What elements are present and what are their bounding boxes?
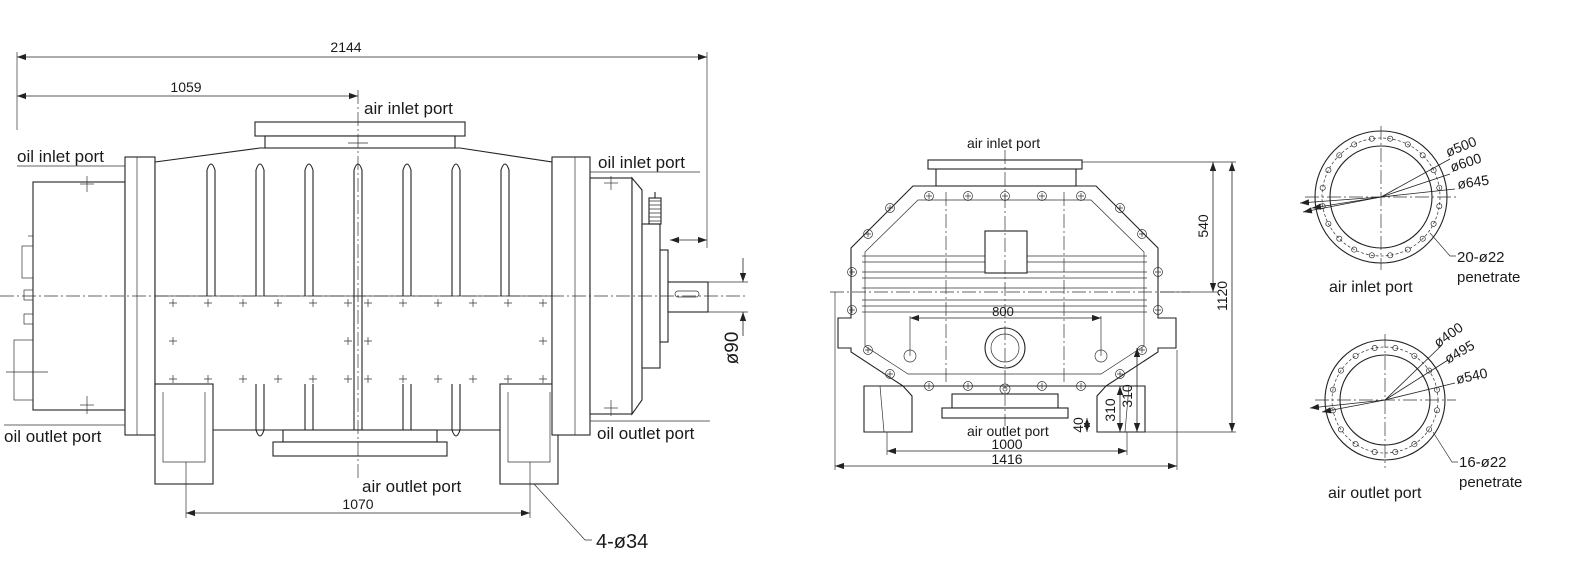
side-air-inlet-label: air inlet port — [364, 99, 453, 118]
inlet-d645: ø645 — [1456, 172, 1490, 192]
inlet-bolt-hole — [1404, 246, 1411, 253]
side-oil-outlet-left-label: oil outlet port — [4, 427, 102, 446]
outlet-bolt-hole — [1371, 449, 1378, 455]
outlet-penetrate-label: penetrate — [1459, 474, 1522, 491]
casing-bolt — [1037, 381, 1047, 391]
dim-1120: 1120 — [1214, 281, 1230, 311]
outlet-bolt-hole — [1337, 367, 1344, 374]
outlet-bolt-hole — [1434, 407, 1440, 414]
outlet-bolt-hole — [1411, 352, 1418, 359]
inlet-bolt-hole — [1419, 235, 1426, 242]
casing-bolt — [885, 369, 895, 379]
side-view: 2144 1059 — [0, 39, 748, 553]
dim-1000: 1000 — [991, 436, 1022, 452]
dim-1416: 1416 — [991, 451, 1022, 467]
casing-bolt — [1137, 229, 1147, 239]
inlet-bolt-hole — [1336, 235, 1343, 242]
front-view: 800 1000 1416 540 1120 310 310 40 air in… — [830, 135, 1236, 470]
front-air-outlet-label: air outlet port — [967, 423, 1049, 439]
dim-2144: 2144 — [330, 39, 361, 55]
front-air-inlet-label: air inlet port — [967, 135, 1040, 151]
inlet-bolt-hole — [1325, 167, 1332, 174]
foot-holes-label: 4-ø34 — [596, 531, 648, 553]
shaft-diameter-label: ø90 — [722, 332, 743, 365]
casing-bolt — [863, 345, 873, 355]
casing-bolt — [863, 229, 873, 239]
outlet-bolt-hole — [1392, 345, 1399, 351]
outlet-holes-label: 16-ø22 — [1459, 454, 1507, 471]
casing-bolt — [963, 191, 973, 201]
inlet-bolt-hole — [1387, 252, 1394, 259]
outlet-caption: air outlet port — [1328, 485, 1422, 502]
inlet-bolt-hole — [1351, 246, 1358, 253]
inlet-bolt-hole — [1351, 141, 1358, 148]
dim-310-b: 310 — [1102, 398, 1118, 422]
outlet-bolt-hole — [1392, 449, 1399, 455]
inlet-bolt-hole — [1387, 135, 1394, 142]
outlet-bolt-hole — [1330, 386, 1336, 393]
side-air-outlet-label: air outlet port — [362, 477, 461, 496]
inlet-bolt-hole — [1436, 203, 1443, 210]
outlet-d540: ø540 — [1454, 365, 1489, 387]
outlet-bolt-hole — [1337, 426, 1344, 433]
casing-bolt — [1037, 191, 1047, 201]
dim-1070: 1070 — [342, 496, 373, 512]
inlet-bolt-hole — [1404, 141, 1411, 148]
dim-540: 540 — [1195, 214, 1211, 238]
outlet-bolt-hole — [1411, 441, 1418, 448]
casing-bolt — [1153, 267, 1163, 277]
casing-bolt — [885, 203, 895, 213]
outlet-bolt-hole — [1352, 441, 1359, 448]
casing-bolt — [847, 267, 857, 277]
dim-40: 40 — [1070, 417, 1086, 433]
inlet-bolt-hole — [1336, 152, 1343, 159]
outlet-bolt-hole — [1352, 352, 1359, 359]
side-oil-inlet-left-label: oil inlet port — [17, 147, 104, 166]
casing-bolt — [1076, 381, 1086, 391]
inlet-bolt-hole — [1325, 220, 1332, 227]
side-oil-inlet-right-label: oil inlet port — [598, 153, 685, 172]
dim-310-a: 310 — [1119, 384, 1135, 408]
dim-800: 800 — [992, 304, 1014, 319]
casing-bolt — [924, 381, 934, 391]
inlet-bolt-hole — [1419, 152, 1426, 159]
outlet-bolt-hole — [1426, 426, 1433, 433]
casing-bolt — [1115, 369, 1125, 379]
side-oil-outlet-right-label: oil outlet port — [597, 424, 695, 443]
casing-bolt — [1076, 191, 1086, 201]
outlet-bolt-hole — [1371, 345, 1378, 351]
dim-1059: 1059 — [170, 79, 201, 95]
casing-bolt — [963, 381, 973, 391]
casing-bolt — [1153, 305, 1163, 315]
inlet-caption: air inlet port — [1329, 279, 1413, 296]
inlet-bolt-hole — [1368, 252, 1375, 259]
inlet-bolt-hole — [1368, 135, 1375, 142]
inlet-penetrate-label: penetrate — [1457, 269, 1520, 286]
inlet-bolt-hole — [1319, 184, 1326, 191]
inlet-flange-view: ø500 ø600 ø645 20-ø22 penetrate air inle… — [1299, 126, 1520, 296]
casing-bolt — [1115, 203, 1125, 213]
casing-bolt — [847, 305, 857, 315]
outlet-flange-view: ø400 ø495 ø540 16-ø22 penetrate air outl… — [1309, 319, 1522, 502]
casing-bolt — [924, 191, 934, 201]
inlet-bolt-hole — [1430, 220, 1437, 227]
inlet-holes-label: 20-ø22 — [1457, 249, 1505, 266]
